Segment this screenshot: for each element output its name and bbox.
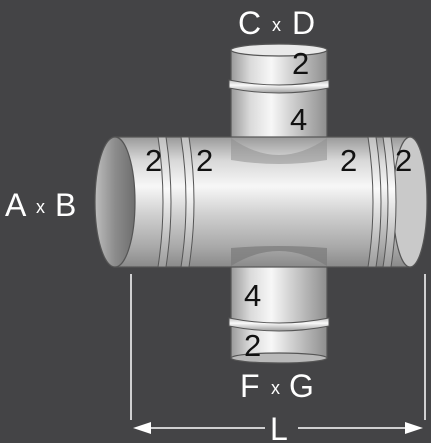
right-band-outer-number: 2 — [395, 143, 412, 178]
left-size-label: A x B — [5, 187, 76, 223]
top-label-sep: x — [272, 15, 281, 35]
length-label: L — [270, 411, 288, 443]
top-size-label: C x D — [238, 5, 315, 41]
bottom-band-number: 2 — [244, 328, 261, 363]
length-arrow-left — [133, 422, 151, 434]
bottom-label-second: G — [289, 368, 314, 404]
length-arrow-right — [405, 422, 423, 434]
bottom-label-first: F — [240, 368, 260, 404]
left-label-first: A — [5, 187, 27, 223]
top-label-first: C — [238, 5, 261, 41]
left-band-inner-number: 2 — [196, 143, 213, 178]
right-band-inner-number: 2 — [340, 143, 357, 178]
top-band-number: 2 — [292, 46, 309, 81]
top-label-second: D — [292, 5, 315, 41]
top-junction-saddle — [231, 138, 327, 164]
bottom-junction-saddle — [231, 246, 327, 266]
bottom-outlet-pipe — [228, 254, 330, 364]
left-label-second: B — [55, 187, 76, 223]
bottom-outlet-number: 4 — [244, 278, 261, 313]
bottom-size-label: F x G — [240, 368, 314, 404]
top-outlet-number: 4 — [290, 102, 307, 137]
left-label-sep: x — [36, 197, 45, 217]
left-band-outer-number: 2 — [145, 143, 162, 178]
bottom-label-sep: x — [271, 378, 280, 398]
main-run-pipe — [94, 136, 428, 268]
length-dimension: L — [130, 274, 426, 443]
